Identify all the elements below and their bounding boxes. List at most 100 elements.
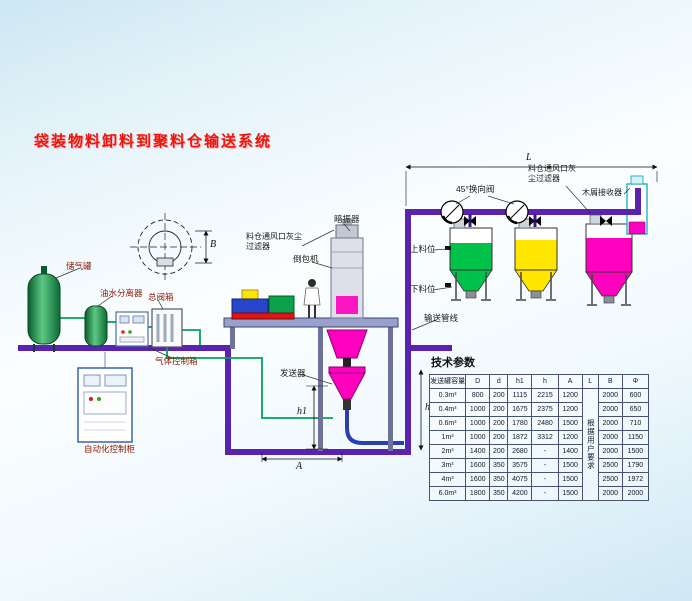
merged-user-requirement-cell: 根据用户要求 — [581, 388, 599, 501]
dim-L: L — [526, 152, 532, 163]
param-cell: 1115 — [507, 388, 533, 403]
param-cell: 1790 — [621, 458, 650, 473]
param-cell: 1500 — [557, 458, 583, 473]
label-silo-vent-filter-right: 料仓通风口灰尘过滤器 — [528, 164, 576, 184]
param-cell: 2375 — [531, 402, 559, 417]
secondary-air-tank — [84, 305, 108, 347]
silo-2 — [514, 218, 558, 301]
param-column-header: h — [531, 374, 559, 389]
label-vibrator: 暗振器 — [334, 214, 360, 224]
material-bags — [231, 289, 295, 320]
param-column-header: h1 — [507, 374, 533, 389]
operator-figure — [303, 279, 321, 318]
param-cell: 1972 — [621, 472, 650, 487]
diverter-valve-symbols — [440, 200, 529, 225]
leader-lines — [55, 185, 631, 385]
param-cell: 3575 — [507, 458, 533, 473]
sender-discharge-pipe — [345, 410, 404, 445]
label-bag-dump-machine: 倒包机 — [293, 254, 319, 264]
param-cell: 1780 — [507, 416, 533, 431]
param-cell: 350 — [489, 486, 509, 501]
silo-3 — [585, 214, 633, 306]
param-cell: 1600 — [465, 472, 491, 487]
param-cell: 1400 — [557, 444, 583, 459]
param-cell: 4075 — [507, 472, 533, 487]
param-cell: 200 — [489, 388, 509, 403]
param-cell: 800 — [465, 388, 491, 403]
param-cell: - — [531, 486, 559, 501]
param-cell: 0.3m³ — [428, 388, 467, 403]
param-cell: - — [531, 444, 559, 459]
param-cell: 200 — [489, 430, 509, 445]
param-cell: 1500 — [557, 486, 583, 501]
param-cell: 350 — [489, 458, 509, 473]
param-cell: 2000 — [597, 486, 623, 501]
param-cell: - — [531, 472, 559, 487]
param-cell: 1000 — [465, 402, 491, 417]
label-automation-cabinet: 自动化控制柜 — [84, 444, 136, 454]
param-cell: 3312 — [531, 430, 559, 445]
label-main-valve-box: 总阀箱 — [148, 292, 174, 302]
main-title: 袋装物料卸料到聚料仓输送系统 — [34, 133, 273, 150]
dim-h: h — [425, 402, 430, 413]
dim-h1: h1 — [297, 406, 307, 417]
dim-B: B — [210, 239, 217, 250]
param-cell: 2000 — [597, 444, 623, 459]
label-wood-chip-receiver: 木屑接收器 — [582, 188, 622, 197]
label-air-tank: 储气罐 — [66, 261, 92, 271]
label-lower-level: 下料位 — [410, 284, 436, 294]
receiver-column — [626, 175, 648, 235]
param-cell: 3m³ — [428, 458, 467, 473]
param-cell: 2000 — [597, 430, 623, 445]
param-cell: 2500 — [597, 458, 623, 473]
param-cell: 2000 — [597, 416, 623, 431]
param-cell: 1675 — [507, 402, 533, 417]
label-gas-control-box: 气体控制箱 — [155, 356, 198, 366]
param-cell: 350 — [489, 472, 509, 487]
param-cell: 1872 — [507, 430, 533, 445]
param-cell: 1600 — [465, 458, 491, 473]
dim-A: A — [296, 461, 303, 472]
param-column-header: Φ — [621, 374, 650, 389]
param-cell: 1200 — [557, 388, 583, 403]
weigh-hopper-and-sender — [326, 329, 368, 410]
param-cell: 1150 — [621, 430, 650, 445]
automation-cabinet-body — [77, 352, 133, 443]
param-cell: 1800 — [465, 486, 491, 501]
air-storage-tank — [27, 266, 61, 352]
param-column-header: B — [597, 374, 623, 389]
param-column-header: d — [489, 374, 509, 389]
label-silo-vent-filter-center: 料仓通风口灰尘过滤器 — [246, 232, 302, 252]
param-cell: 6.0m³ — [428, 486, 467, 501]
param-cell: 1500 — [557, 472, 583, 487]
param-cell: 4m³ — [428, 472, 467, 487]
bag-dump-machine-body — [330, 219, 364, 319]
parameters-title: 技术参数 — [431, 357, 475, 369]
label-oil-water-separator: 油水分离器 — [100, 288, 143, 298]
silo-inlet-drops — [464, 214, 612, 227]
param-cell: 1000 — [465, 430, 491, 445]
param-cell: 1500 — [621, 444, 650, 459]
param-cell: 2680 — [507, 444, 533, 459]
param-cell: 2480 — [531, 416, 559, 431]
param-column-header: A — [557, 374, 583, 389]
param-cell: 1m³ — [428, 430, 467, 445]
oil-water-separator-box — [115, 311, 149, 347]
label-upper-level: 上料位 — [410, 244, 436, 254]
main-valve-box-body — [151, 308, 183, 348]
param-cell: 2m³ — [428, 444, 467, 459]
param-cell: 0.6m³ — [428, 416, 467, 431]
param-cell: 2000 — [621, 486, 650, 501]
air-pipes — [43, 268, 333, 419]
